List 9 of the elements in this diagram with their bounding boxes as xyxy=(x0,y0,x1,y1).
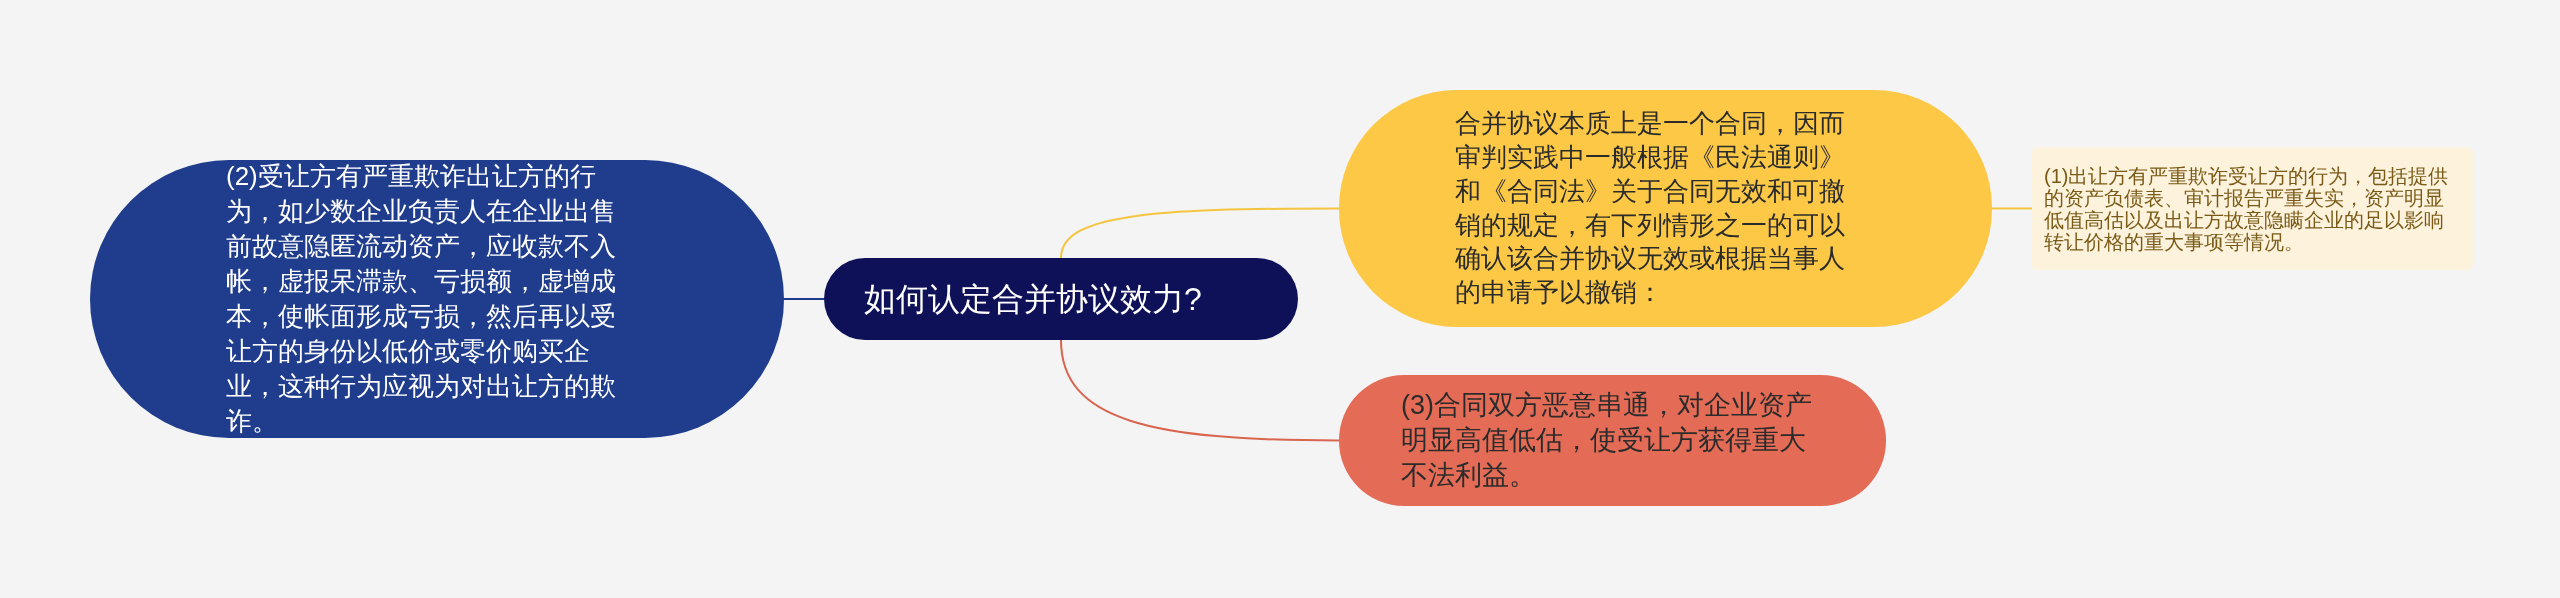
connector-line xyxy=(1060,207,1340,259)
topic-bubble: (2)受让方有严重欺诈出让方的行为，如少数企业负责人在企业出售前故意隐匿流动资产，应收款不入帐，虚报呆滞款、亏损额，虚增成本，使帐面形成亏损，然后再以受让方的身份以低价或零价购买企业，这种行为应视为对出让方的欺诈。 xyxy=(90,160,784,438)
connector-line xyxy=(1060,339,1340,442)
note-box: (1)出让方有严重欺诈受让方的行为，包括提供的资产负债表、审计报告严重失实，资产明显低值高估以及出让方故意隐瞒企业的足以影响转让价格的重大事项等情况。 xyxy=(2032,147,2473,270)
connector-line xyxy=(1991,207,2033,210)
topic-bubble: 合并协议本质上是一个合同，因而审判实践中一般根据《民法通则》和《合同法》关于合同无效和可撤销的规定，有下列情形之一的可以确认该合并协议无效或根据当事人的申请予以撤销： xyxy=(1339,90,1992,327)
central-topic-bubble: 如何认定合并协议效力? xyxy=(824,258,1298,340)
connector-line xyxy=(783,298,825,300)
topic-bubble: (3)合同双方恶意串通，对企业资产明显高值低估，使受让方获得重大不法利益。 xyxy=(1339,375,1886,506)
